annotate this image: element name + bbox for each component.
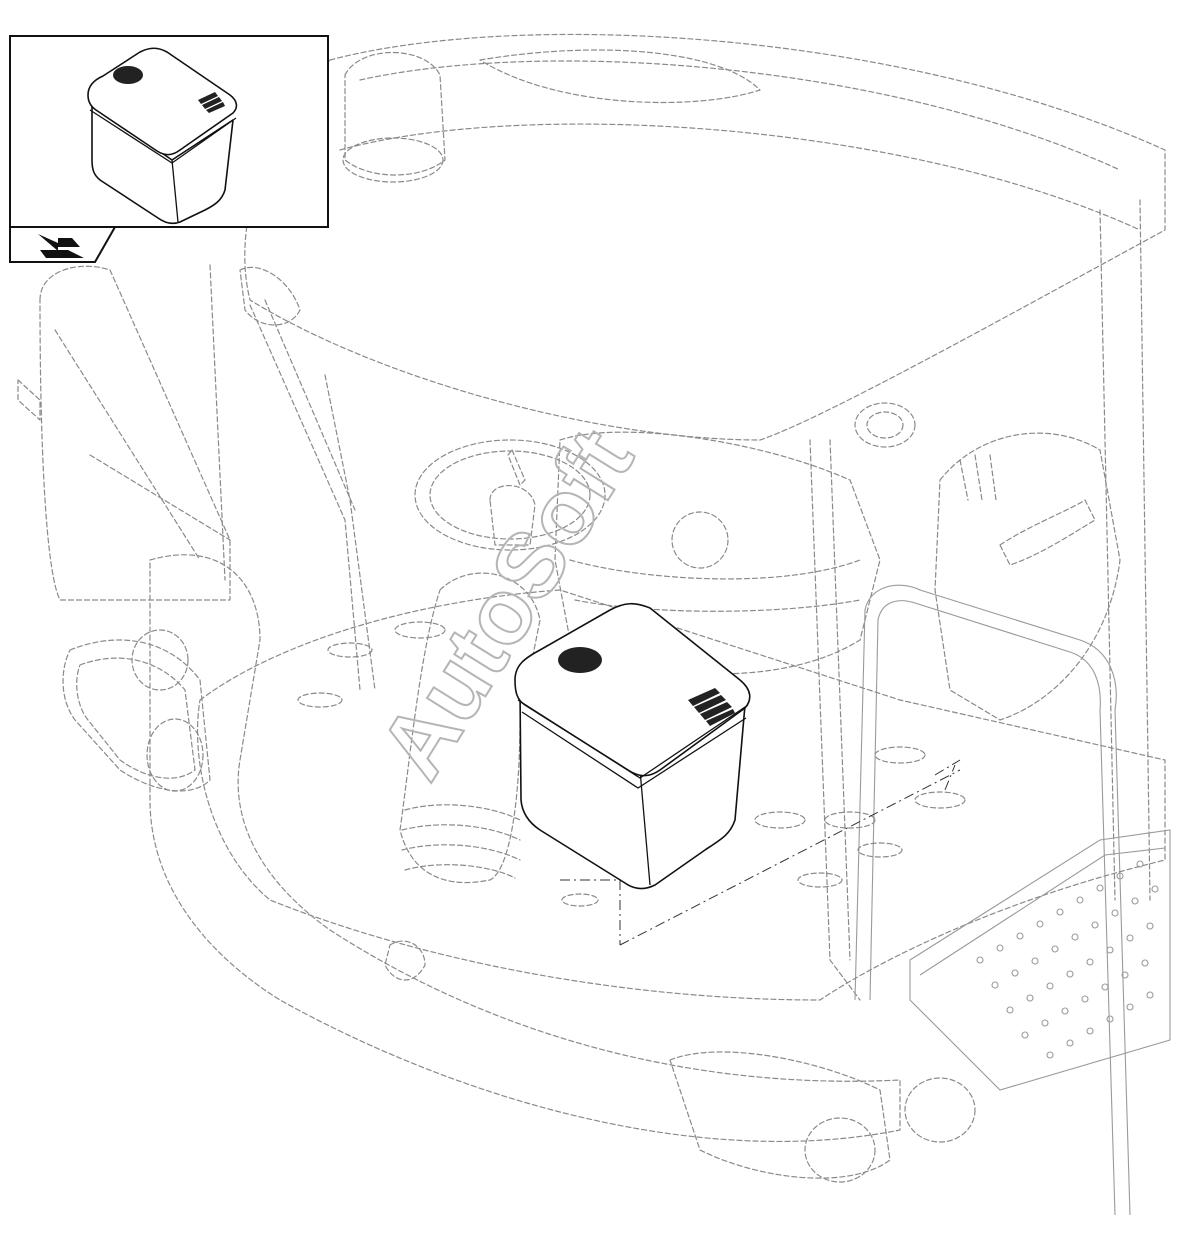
step-perforations bbox=[976, 860, 1159, 1059]
vent-grille-icon bbox=[558, 647, 602, 673]
battery-box-inset[interactable] bbox=[87, 47, 238, 225]
part-inset bbox=[9, 35, 329, 263]
battery-box-main[interactable] bbox=[514, 602, 751, 890]
return-arrow-icon bbox=[38, 234, 84, 258]
battery-body bbox=[519, 689, 746, 890]
machine-ghost-outline bbox=[17, 33, 1171, 1216]
inset-handle-grip-icon bbox=[198, 92, 225, 113]
handle-grip-icon bbox=[688, 688, 735, 726]
inset-vent-grille-icon bbox=[113, 66, 143, 84]
